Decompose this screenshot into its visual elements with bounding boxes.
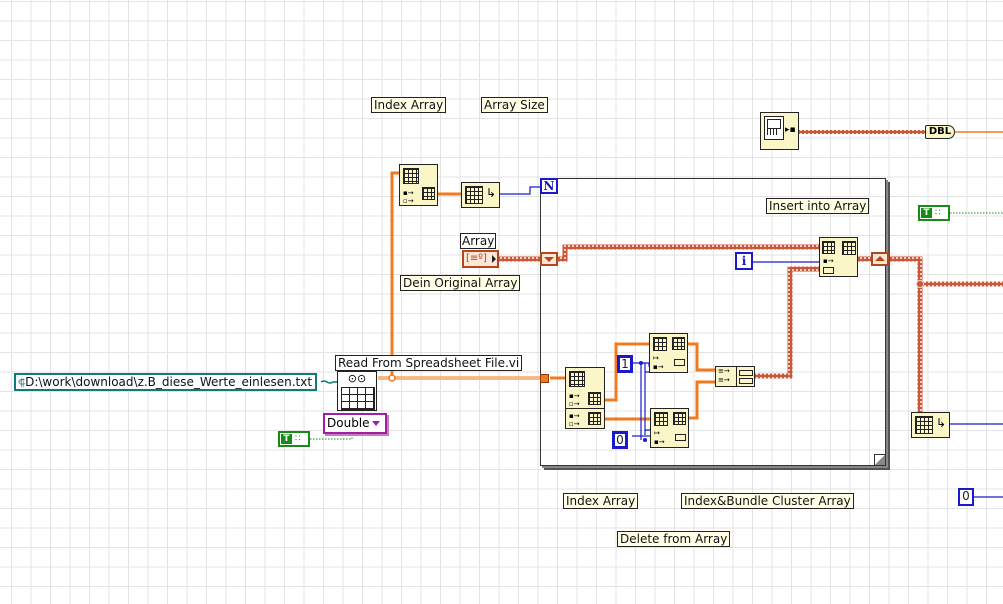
subvi-icon-node[interactable]: ▸▪ [760,112,799,150]
shift-register-left[interactable] [540,252,558,266]
label-delete-from-array: Delete from Array [617,531,731,547]
size-arrow-icon: ↳ [486,186,497,200]
path-icon: ⸿ [18,378,26,389]
index-array-feed-wire[interactable] [390,171,400,378]
bool-glyph-icon: ∷ [935,208,941,218]
type-selector-enum[interactable]: Double [323,413,387,434]
glasses-icon: ⊙⊙ [347,372,367,385]
numeric-constant-one[interactable]: 1 [617,355,633,373]
label-index-array-bottom: Index Array [563,493,639,509]
size-to-n-wire[interactable] [500,186,540,195]
array-grid-icon [465,186,483,204]
array-grid-icon [422,187,435,200]
numeric-constant-zero-inner[interactable]: 0 [612,431,628,449]
label-index-bundle-cluster-array: Index&Bundle Cluster Array [681,493,854,509]
label-index-array-top: Index Array [371,97,447,113]
loop-count-terminal[interactable]: N [540,178,558,194]
array-grid-icon [569,371,585,387]
path-constant[interactable]: ⸿D:\work\download\z.B_diese_Werte_einles… [14,373,318,391]
array-grid-icon [403,168,419,184]
output-array-wire[interactable] [890,256,923,413]
label-array-control: Array [460,233,497,249]
label-read-from-spreadsheet: Read From Spreadsheet File.vi [335,355,523,371]
index-array-node-top[interactable]: ▪→▫→ [399,164,438,206]
loop-tunnel[interactable] [540,374,549,383]
delete-from-array-node-2[interactable]: ↦▪→ [650,408,689,448]
bool-glyph-icon: ∷ [295,434,301,444]
array-control[interactable]: [≡º] [462,250,499,268]
loop-iteration-terminal[interactable]: i [735,252,753,270]
label-array-size: Array Size [481,97,548,113]
dropdown-arrow-icon[interactable] [372,421,380,426]
boolean-constant-left[interactable]: T∷ [278,431,310,447]
array-bracket-icon: [≡º] [466,253,487,264]
loop-corner-resize-handle[interactable] [874,454,885,465]
array-grid-icon [915,416,933,434]
shift-register-right[interactable] [871,252,889,266]
for-loop-structure[interactable] [540,178,886,466]
build-array-node[interactable]: ≡→≡→ [715,366,755,387]
read-from-spreadsheet-vi[interactable]: ⊙⊙ [337,371,377,411]
label-insert-into-array: Insert into Array [766,198,870,214]
delete-from-array-node-1[interactable]: ↦▪→ [649,333,688,373]
index-array-node-loop[interactable]: ▪→▫→ ▪→▫→ [565,367,605,429]
numeric-constant-zero-right[interactable]: 0 [958,488,974,506]
array-size-node-top[interactable]: ↳ [461,182,500,208]
label-dein-original-array: Dein Original Array [400,275,521,291]
spreadsheet-grid-icon [341,387,375,410]
insert-into-array-node[interactable]: ▪→ [819,237,858,277]
to-double-conversion[interactable]: DBL [925,125,955,139]
size-arrow-icon: ↳ [936,416,947,430]
path-wire[interactable] [320,380,338,384]
array-size-node-right[interactable]: ↳ [911,412,950,438]
boolean-constant-right[interactable]: T∷ [918,205,950,221]
